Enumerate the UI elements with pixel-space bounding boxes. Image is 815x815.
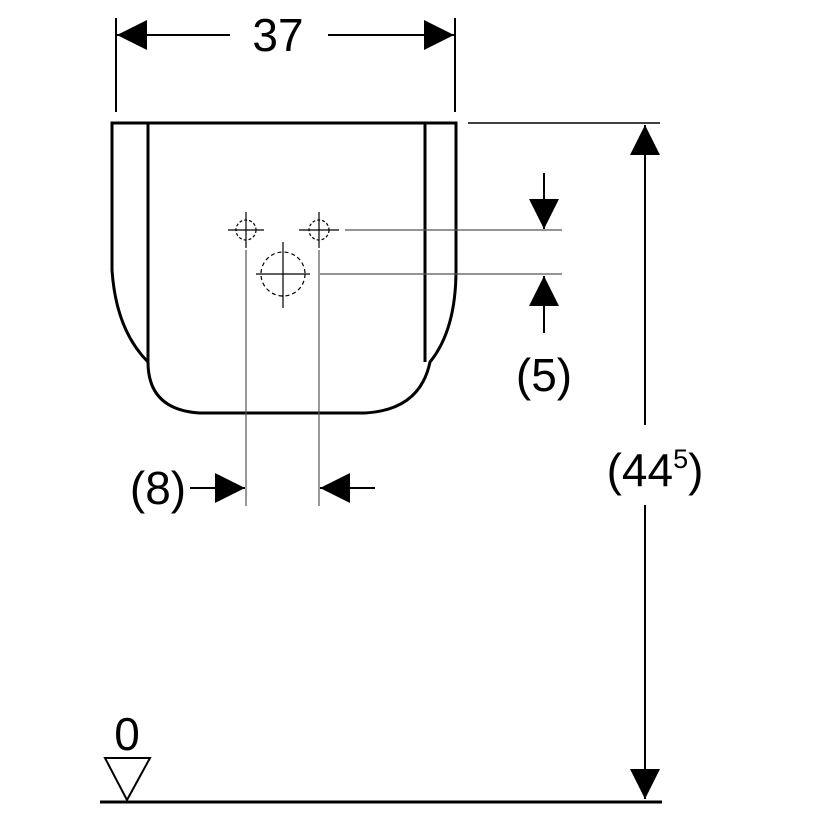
floor-level-label: 0 [114,708,140,760]
height-label-close: ) [688,444,703,496]
bidet-outer-outline [110,121,458,415]
bidet-body [110,121,458,415]
hole-horizontal-label: (8) [130,462,186,514]
hole-horizontal-extensions [245,250,320,506]
hole-vertical-dimension: (5) [516,173,572,401]
hole-horizontal-dimension: (8) [130,462,375,514]
level-triangle-icon [103,757,152,803]
tap-holes [228,212,339,308]
width-dimension: 37 [115,9,456,112]
height-dimension: (445) [468,122,704,799]
hole-vertical-extensions [320,229,562,275]
height-label-superscript: 5 [673,444,688,474]
height-label-main: (44 [607,444,673,496]
floor-level: 0 [100,708,662,804]
height-label: (445) [607,444,704,496]
hole-vertical-label: (5) [516,349,572,401]
width-label: 37 [252,9,303,61]
